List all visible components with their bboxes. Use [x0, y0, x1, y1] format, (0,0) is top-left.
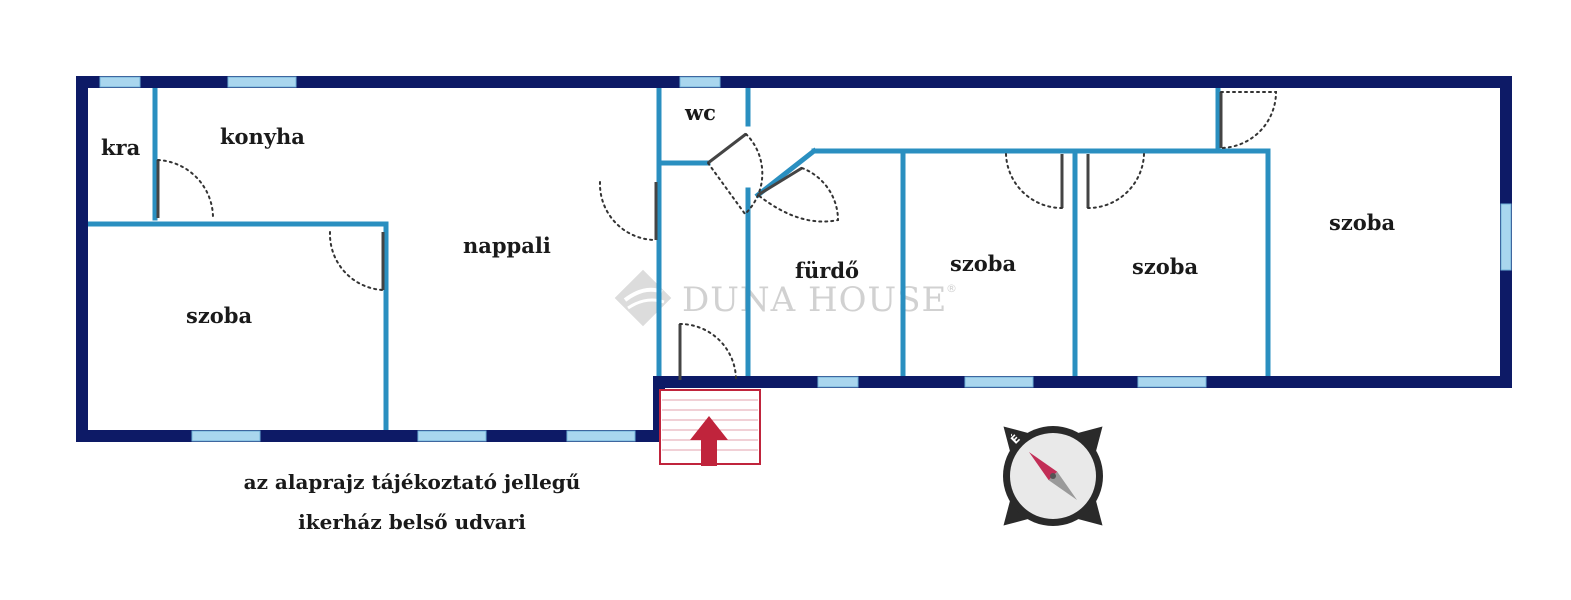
room-label-szoba-mid2: szoba	[1132, 254, 1198, 279]
watermark-text: DUNA HOUSE	[682, 280, 947, 320]
inner-walls	[85, 85, 1271, 433]
watermark-registered: ®	[946, 282, 957, 295]
room-label-konyha: konyha	[220, 124, 305, 149]
windows	[99, 76, 1512, 442]
compass-rose-icon	[1003, 426, 1103, 526]
compass-west: NY	[1003, 527, 1025, 549]
watermark: DUNA HOUSE ®	[614, 269, 957, 327]
room-label-szoba-right: szoba	[1329, 210, 1395, 235]
room-labels: kra konyha nappali wc szoba fürdő szoba …	[101, 100, 1395, 328]
plan-notes: az alaprajz tájékoztató jellegű ikerház …	[244, 470, 581, 534]
room-label-szoba-left: szoba	[186, 303, 252, 328]
note-line-2: ikerház belső udvari	[298, 510, 526, 534]
note-line-1: az alaprajz tájékoztató jellegű	[244, 470, 581, 494]
compass-south: D	[1107, 499, 1123, 515]
room-label-wc: wc	[684, 100, 716, 125]
doors	[156, 91, 1278, 381]
outer-walls	[76, 76, 1512, 442]
duna-house-logo-icon	[614, 269, 672, 327]
stairs-arrow-icon	[659, 389, 761, 466]
room-label-nappali: nappali	[463, 233, 551, 258]
compass-east: K	[1084, 403, 1100, 419]
room-label-furdo: fürdő	[795, 258, 859, 283]
room-label-kra: kra	[101, 135, 141, 160]
room-label-szoba-mid1: szoba	[950, 251, 1016, 276]
